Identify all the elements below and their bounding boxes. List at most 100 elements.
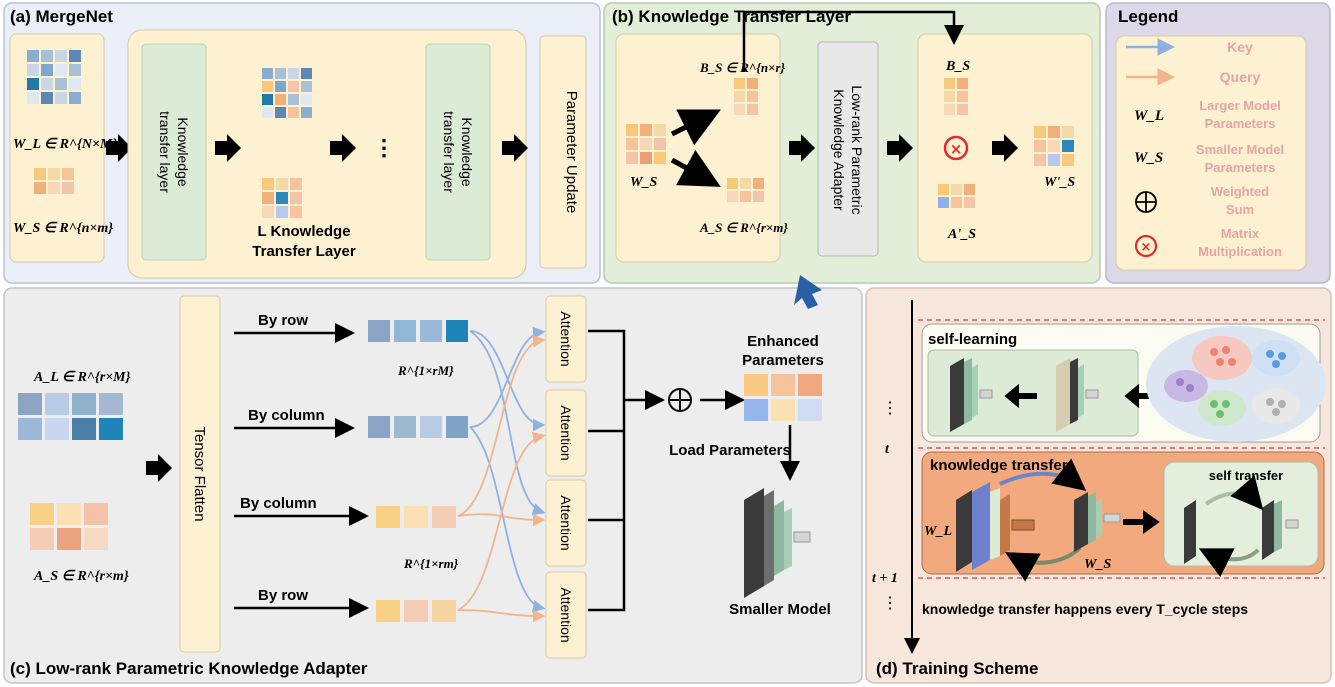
enhanced-line2: Parameters [742, 352, 824, 369]
vdots-top: ⋮ [882, 400, 898, 417]
kt-wl-label: W_L [924, 524, 952, 539]
as-c-matrix [30, 503, 108, 550]
query-lines [457, 334, 546, 623]
legend-wl-symbol: W_L [1134, 108, 1164, 124]
legend-matmul-x: × [1141, 240, 1152, 255]
ws-prime-label: W'_S [1044, 175, 1075, 190]
arrow-to-bs [670, 109, 721, 146]
al-equation: A_L ∈ R^{r×M} [33, 370, 131, 385]
panel-d-title: (d) Training Scheme [876, 659, 1038, 678]
panel-b-title: (b) Knowledge Transfer Layer [612, 7, 851, 26]
kt-transfer-arrow-bottom [1005, 546, 1082, 582]
legend-box [1115, 35, 1307, 271]
attention-2 [545, 389, 587, 477]
large-model-icon [956, 482, 1035, 572]
legend-wl-line2: Parameters [1205, 116, 1276, 131]
inner-ws-matrix [262, 178, 302, 218]
panel-c [3, 287, 863, 684]
arrow-to-as [670, 150, 721, 187]
legend-ws-line1: Smaller Model [1196, 142, 1284, 157]
panel-a-title: (a) MergeNet [10, 7, 113, 26]
input-matrices-box [9, 33, 105, 263]
legend-wl-line1: Larger Model [1199, 98, 1281, 113]
l-layers-line1: L Knowledge [257, 223, 350, 240]
wl-matrix [27, 50, 81, 104]
attention-3-label: Attention [558, 495, 574, 550]
data-clusters [1164, 336, 1300, 426]
small-model-icon [1074, 492, 1121, 552]
ws-matrix [34, 168, 74, 194]
as-equation: A_S ∈ R^{r×m} [699, 220, 788, 235]
legend-key-label: Key [1227, 39, 1253, 55]
bs-label: B_S [945, 59, 970, 74]
inner-wl-matrix [262, 68, 312, 118]
footer-text: knowledge transfer happens every T_cycle… [922, 601, 1248, 617]
legend-sum-line1: Weighted [1211, 184, 1269, 199]
wl-equation: W_L ∈ R^{N×M} [13, 137, 117, 152]
attention-1 [545, 295, 587, 383]
t1-label: t + 1 [872, 571, 898, 586]
self-learning-label: self-learning [928, 331, 1017, 348]
as-prime-label: A'_S [947, 227, 976, 242]
legend-mm-line1: Matrix [1221, 226, 1260, 241]
tensor-flatten-box [179, 295, 221, 653]
ktl-label-2: Knowledgetransfer layer [441, 111, 475, 193]
as-c-equation: A_S ∈ R^{r×m} [33, 569, 129, 584]
by-row-2-label: By row [258, 587, 308, 604]
attention-4-label: Attention [558, 587, 574, 642]
legend-mm-line2: Multiplication [1198, 244, 1282, 259]
flat-col-2 [376, 506, 456, 528]
kt-ws-label: W_S [1084, 557, 1111, 572]
knowledge-transfer-label: knowledge transfer [930, 457, 1068, 474]
t-label: t [885, 442, 890, 457]
self-transfer-model-b [1262, 500, 1299, 560]
bs-matrix [734, 78, 758, 115]
ws-b-label: W_S [630, 175, 657, 190]
flat-col-1 [368, 416, 468, 438]
attention-2-label: Attention [558, 405, 574, 460]
as-prime-matrix [938, 184, 975, 208]
vdots-bottom: ⋮ [882, 595, 898, 612]
adapter-label: Low-rank ParametricKnowledge Adapter [831, 85, 865, 214]
ws-b-matrix [626, 124, 666, 164]
al-matrix [18, 393, 123, 440]
attention-3 [545, 479, 587, 567]
flat-row-2 [376, 600, 456, 622]
param-update-label: Parameter Update [563, 91, 580, 214]
tensor-flatten-label: Tensor Flatten [191, 426, 208, 521]
panel-c-title: (c) Low-rank Parametric Knowledge Adapte… [10, 659, 368, 678]
enhanced-matrix [744, 374, 822, 421]
to-self-transfer-arrow [1123, 510, 1160, 534]
enhanced-line1: Enhanced [747, 333, 819, 350]
as-matrix [727, 178, 764, 202]
kt-transfer-arrow-top [999, 458, 1087, 491]
legend-title: Legend [1118, 7, 1178, 26]
matmul-symbol [943, 135, 969, 161]
ws-prime-matrix [1034, 126, 1074, 166]
matmul-x: × [950, 140, 963, 158]
legend-ws-line2: Parameters [1205, 160, 1276, 175]
self-transfer-model-a [1184, 500, 1196, 564]
b-to-c-arrow [794, 275, 822, 309]
bs-equation: B_S ∈ R^{n×r} [699, 60, 786, 75]
model-icon-2 [1056, 358, 1099, 432]
ktl-label-1: Knowledgetransfer layer [157, 111, 191, 193]
bs-copy-matrix [944, 78, 968, 115]
by-column-2-label: By column [240, 495, 317, 512]
legend-matmul-icon [1134, 234, 1158, 258]
l-layers-line2: Transfer Layer [252, 243, 356, 260]
key-lines [469, 326, 546, 613]
r1rm-label: R^{1×rm} [403, 556, 459, 571]
bs-skip-arrow [742, 10, 964, 72]
self-transfer-arrow-top [1204, 475, 1264, 511]
ktl-block-2 [425, 43, 491, 261]
flat-row-1 [368, 320, 468, 342]
legend-ws-symbol: W_S [1134, 150, 1163, 166]
load-params-label: Load Parameters [669, 442, 791, 459]
attention-merge-bracket [588, 329, 626, 612]
by-row-1-label: By row [258, 312, 308, 329]
smaller-model-icon [744, 488, 811, 598]
model-icon-1 [950, 358, 993, 432]
